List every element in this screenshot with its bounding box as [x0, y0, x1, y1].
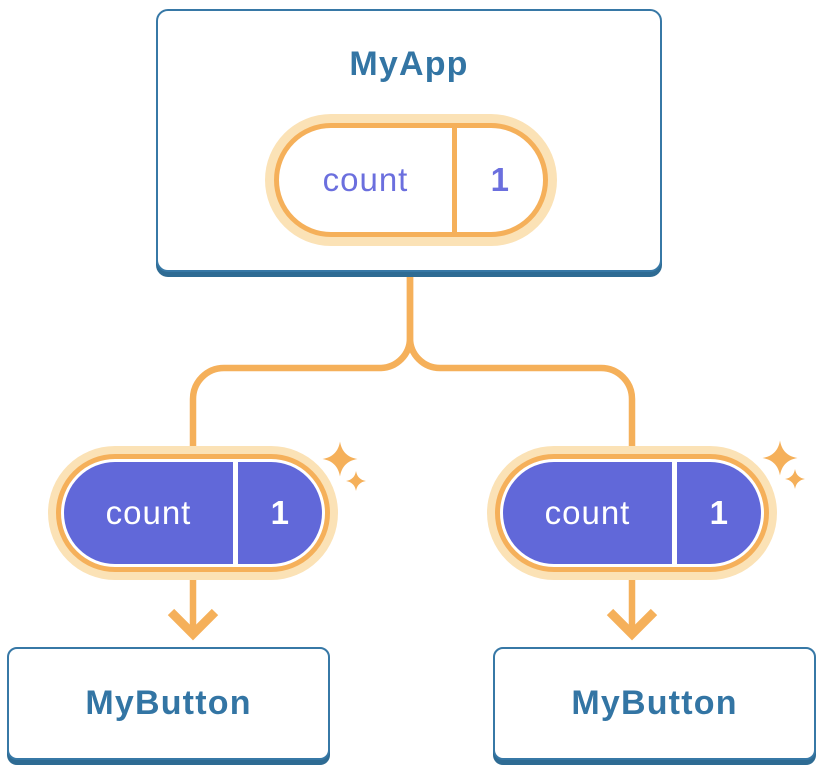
state-divider — [672, 462, 677, 564]
sparkle-icon — [322, 441, 358, 477]
component-node-left: MyButton — [7, 647, 330, 760]
node-title: MyButton — [85, 684, 252, 722]
arrowhead-left — [167, 608, 219, 641]
sparkles-right-child — [762, 440, 805, 489]
sparkle-icon — [762, 440, 798, 476]
sparkle-icon — [785, 469, 805, 489]
component-node-root: MyApp count 1 — [156, 9, 662, 272]
sparkle-icon — [346, 471, 366, 491]
state-name: count — [105, 494, 192, 531]
state-name: count — [322, 161, 409, 198]
component-node-right: MyButton — [493, 647, 816, 760]
state-divider — [233, 462, 238, 564]
state-pill-right-child: count 1 — [487, 446, 777, 580]
state-pill-body: count 1 — [279, 128, 543, 232]
sparkles-left-child — [322, 441, 366, 491]
state-pill-root: count 1 — [265, 114, 557, 246]
state-pill-body: count 1 — [64, 462, 322, 564]
state-value: 1 — [709, 494, 728, 531]
node-title: MyButton — [571, 684, 738, 722]
state-pill-left-child: count 1 — [48, 446, 338, 580]
state-value: 1 — [490, 161, 509, 198]
connector-left-branch — [189, 270, 414, 633]
state-divider — [452, 128, 457, 232]
connector-right-branch — [406, 270, 636, 633]
node-title: MyApp — [349, 45, 469, 83]
arrowhead-right — [606, 608, 658, 641]
state-pill-body: count 1 — [503, 462, 761, 564]
state-value: 1 — [270, 494, 289, 531]
state-name: count — [544, 494, 631, 531]
state-pill-border: count 1 — [495, 454, 769, 572]
state-pill-border: count 1 — [274, 123, 548, 237]
state-pill-border: count 1 — [56, 454, 330, 572]
